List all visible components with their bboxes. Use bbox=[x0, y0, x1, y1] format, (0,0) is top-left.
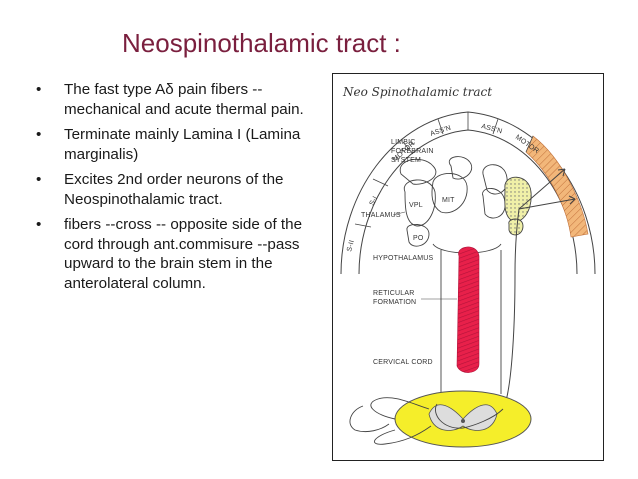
figure-title: Neo Spinothalamic tract bbox=[342, 85, 492, 99]
label-s2: S-II bbox=[346, 239, 356, 252]
bullet-dot-icon: • bbox=[36, 171, 42, 188]
bullet-text: Terminate mainly Lamina I (Lamina margin… bbox=[64, 126, 301, 163]
label-s1: S-I bbox=[369, 195, 380, 207]
label-limbic: LIMBIC bbox=[391, 139, 416, 146]
bullet-item: • Excites 2nd order neurons of the Neospi… bbox=[34, 170, 324, 209]
right-nucleus-mid bbox=[482, 188, 506, 219]
bullet-list: • The fast type Aδ pain fibers -- mechani… bbox=[34, 80, 324, 299]
po-nucleus bbox=[406, 224, 430, 247]
ventral-root bbox=[374, 425, 432, 445]
diagram-canvas: Neo Spinothalamic tract S-II S-I MOTOR A… bbox=[340, 85, 596, 448]
neospinothalamic-diagram: Neo Spinothalamic tract S-II S-I MOTOR A… bbox=[332, 73, 604, 461]
bullet-dot-icon: • bbox=[36, 126, 42, 143]
cortex-sensory-band bbox=[525, 135, 589, 238]
right-thalamus-po bbox=[508, 218, 524, 236]
arrow-head-icon bbox=[557, 168, 566, 177]
bullet-item: • Terminate mainly Lamina I (Lamina margi… bbox=[34, 125, 324, 164]
label-vpl: VPL bbox=[409, 202, 423, 209]
label-assn-right: ASS'N bbox=[480, 123, 502, 135]
neospinothalamic-fiber bbox=[502, 208, 520, 410]
limbic-lobe bbox=[399, 158, 437, 185]
bullet-text: Excites 2nd order neurons of the Neospin… bbox=[64, 171, 284, 208]
slide-title: Neospinothalamic tract : bbox=[122, 28, 401, 58]
reticular-formation bbox=[456, 246, 480, 373]
label-forebrain: FOREBRAIN bbox=[391, 148, 434, 155]
dorsal-root bbox=[370, 397, 430, 420]
dorsal-root-ganglion bbox=[349, 405, 390, 433]
vpl-nucleus bbox=[403, 179, 436, 227]
bullet-item: • The fast type Aδ pain fibers -- mechani… bbox=[34, 80, 324, 119]
label-formation: FORMATION bbox=[373, 299, 416, 306]
bullet-dot-icon: • bbox=[36, 216, 42, 233]
label-po: PO bbox=[413, 235, 424, 242]
label-hypothalamus: HYPOTHALAMUS bbox=[373, 255, 433, 262]
crossing-fiber bbox=[435, 403, 504, 429]
arrow-head-icon bbox=[568, 195, 576, 205]
limbic-nucleus bbox=[448, 156, 473, 180]
label-assn-left: ASS'N bbox=[429, 125, 452, 138]
right-thalamus-vpl bbox=[504, 176, 532, 222]
label-reticular: RETICULAR bbox=[373, 290, 414, 297]
label-system: SYSTEM bbox=[391, 157, 421, 164]
label-cervical-cord: CERVICAL CORD bbox=[373, 359, 433, 366]
right-nucleus-upper bbox=[482, 164, 508, 195]
bullet-text: The fast type Aδ pain fibers -- mechanic… bbox=[64, 81, 304, 118]
label-mit: MIT bbox=[442, 197, 455, 204]
bullet-item: • fibers --cross -- opposite side of the … bbox=[34, 215, 324, 293]
bullet-text: fibers --cross -- opposite side of the c… bbox=[64, 216, 303, 292]
bullet-dot-icon: • bbox=[36, 81, 42, 98]
mit-nucleus bbox=[431, 173, 468, 214]
label-thalamus: THALAMUS bbox=[361, 212, 401, 219]
